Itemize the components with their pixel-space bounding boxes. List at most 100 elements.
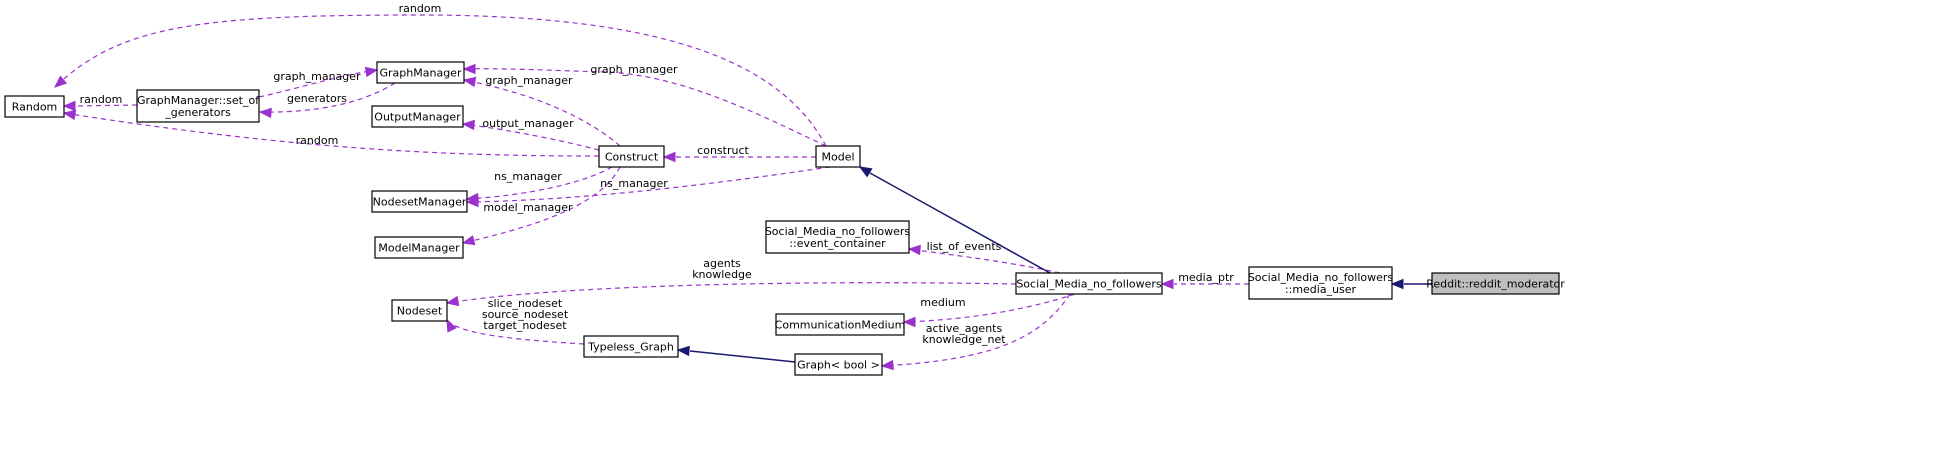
class-box — [765, 220, 910, 254]
class-node-nodeset-manager[interactable]: NodesetManager — [371, 190, 468, 213]
edge-label-model-construct: construct — [697, 144, 749, 157]
class-node-construct[interactable]: Construct — [598, 145, 665, 168]
edge-arrowhead — [62, 109, 77, 121]
edge-inh-reddit-mu — [1390, 278, 1432, 290]
class-box — [374, 236, 464, 259]
class-node-reddit-mod[interactable]: Reddit::reddit_moderator — [1426, 272, 1565, 295]
edge-smnf-medium — [902, 293, 1076, 328]
edge-label-text: random — [80, 93, 123, 106]
edge-label-gmset-gm: graph_manager — [273, 70, 361, 83]
class-box — [136, 89, 260, 123]
edge-line — [446, 282, 1017, 304]
edge-line — [74, 104, 138, 107]
class-node-random[interactable]: Random — [4, 95, 65, 118]
class-name: ModelManager — [378, 242, 460, 255]
edge-line — [689, 350, 796, 363]
class-name: ::media_user — [1285, 283, 1357, 296]
class-node-nodeset[interactable]: Nodeset — [391, 299, 448, 322]
edge-label-construct-random: random — [296, 134, 339, 147]
edge-line — [259, 82, 396, 113]
class-box — [371, 105, 464, 128]
edge-inh-graph-tg — [676, 345, 796, 363]
class-node-typeless-graph[interactable]: Typeless_Graph — [583, 335, 679, 358]
class-node-model[interactable]: Model — [815, 145, 861, 168]
class-name: GraphManager::set_of — [137, 94, 260, 107]
edge-inh-smnf-model — [858, 166, 1051, 274]
edge-construct-om — [461, 119, 600, 151]
edge-label-text: media_ptr — [1178, 271, 1234, 284]
class-name: _generators — [164, 106, 231, 119]
edge-label-text: target_nodeset — [483, 319, 567, 332]
edge-label-smnf-events: list_of_events — [927, 240, 1002, 253]
class-name: Model — [821, 151, 854, 164]
edge-arrowhead — [1160, 278, 1174, 290]
edge-arrowhead — [907, 244, 921, 256]
edge-mu-smnf — [1160, 278, 1249, 290]
edge-arrowhead — [462, 63, 476, 75]
edge-gm-gmset — [258, 82, 396, 119]
edge-arrowhead — [445, 295, 460, 307]
class-node-media-user[interactable]: Social_Media_no_followers::media_user — [1248, 266, 1394, 300]
edge-line — [462, 123, 600, 151]
edge-label-smnf-medium: medium — [920, 296, 965, 309]
edge-label-text: slice_nodeset — [488, 297, 563, 310]
edge-tg-nodeset — [446, 318, 585, 345]
edge-label-model-gm: graph_manager — [590, 63, 678, 76]
class-name: GraphManager — [380, 67, 462, 80]
edge-line — [54, 14, 827, 147]
class-box — [794, 353, 883, 376]
edge-label-text: output_manager — [482, 117, 574, 130]
class-node-graph-bool[interactable]: Graph< bool > — [794, 353, 883, 376]
edge-arrowhead — [676, 345, 690, 357]
edge-label-text: source_nodeset — [482, 308, 569, 321]
class-name: Social_Media_no_followers — [1248, 271, 1394, 284]
edge-line — [466, 166, 613, 200]
class-box — [376, 61, 465, 84]
class-name: Random — [12, 101, 58, 114]
class-name: Construct — [605, 151, 659, 164]
class-box — [391, 299, 448, 322]
edge-gmset-gm — [258, 66, 379, 98]
class-node-gm-set[interactable]: GraphManager::set_of_generators — [136, 89, 260, 123]
edge-label-text: generators — [287, 92, 347, 105]
class-box — [1431, 272, 1560, 295]
edge-line — [881, 293, 1071, 367]
class-box — [775, 313, 905, 336]
edge-arrowhead — [902, 316, 916, 328]
edge-line — [446, 319, 585, 345]
edge-line — [908, 248, 1061, 274]
class-node-model-manager[interactable]: ModelManager — [374, 236, 464, 259]
edge-arrowhead — [258, 107, 272, 119]
class-box — [583, 335, 679, 358]
class-node-graph-manager[interactable]: GraphManager — [376, 61, 465, 84]
edge-arrowhead — [364, 66, 379, 78]
edge-label-construct-nm: ns_manager — [494, 170, 562, 183]
edge-label-model-nm: ns_manager — [600, 177, 668, 190]
edge-label-text: knowledge — [692, 268, 752, 281]
edge-arrowhead — [461, 119, 475, 131]
edge-label-mu-smnf: media_ptr — [1178, 271, 1234, 284]
edge-line — [63, 112, 600, 157]
edge-label-text: graph_manager — [485, 74, 573, 87]
edge-label-text: ns_manager — [600, 177, 668, 190]
class-name: Reddit::reddit_moderator — [1426, 278, 1565, 291]
class-name: Graph< bool > — [797, 359, 880, 372]
class-node-smnf[interactable]: Social_Media_no_followers — [1015, 272, 1163, 295]
class-name: Social_Media_no_followers — [765, 225, 911, 238]
edge-label-construct-om: output_manager — [482, 117, 574, 130]
edge-line — [869, 172, 1051, 274]
edge-arrowhead — [662, 151, 676, 163]
edge-label-text: random — [296, 134, 339, 147]
edge-label-text: active_agents — [926, 322, 1003, 335]
edge-model-construct — [662, 151, 816, 163]
class-node-output-manager[interactable]: OutputManager — [371, 105, 464, 128]
class-node-event-container[interactable]: Social_Media_no_followers::event_contain… — [765, 220, 911, 254]
class-box — [1248, 266, 1393, 300]
edge-arrowhead — [462, 76, 477, 88]
edge-label-text: ns_manager — [494, 170, 562, 183]
edge-label-gmset-random: random — [80, 93, 123, 106]
class-node-comm-medium[interactable]: CommunicationMedium — [775, 313, 906, 336]
edge-smnf-nodeset — [445, 282, 1017, 307]
